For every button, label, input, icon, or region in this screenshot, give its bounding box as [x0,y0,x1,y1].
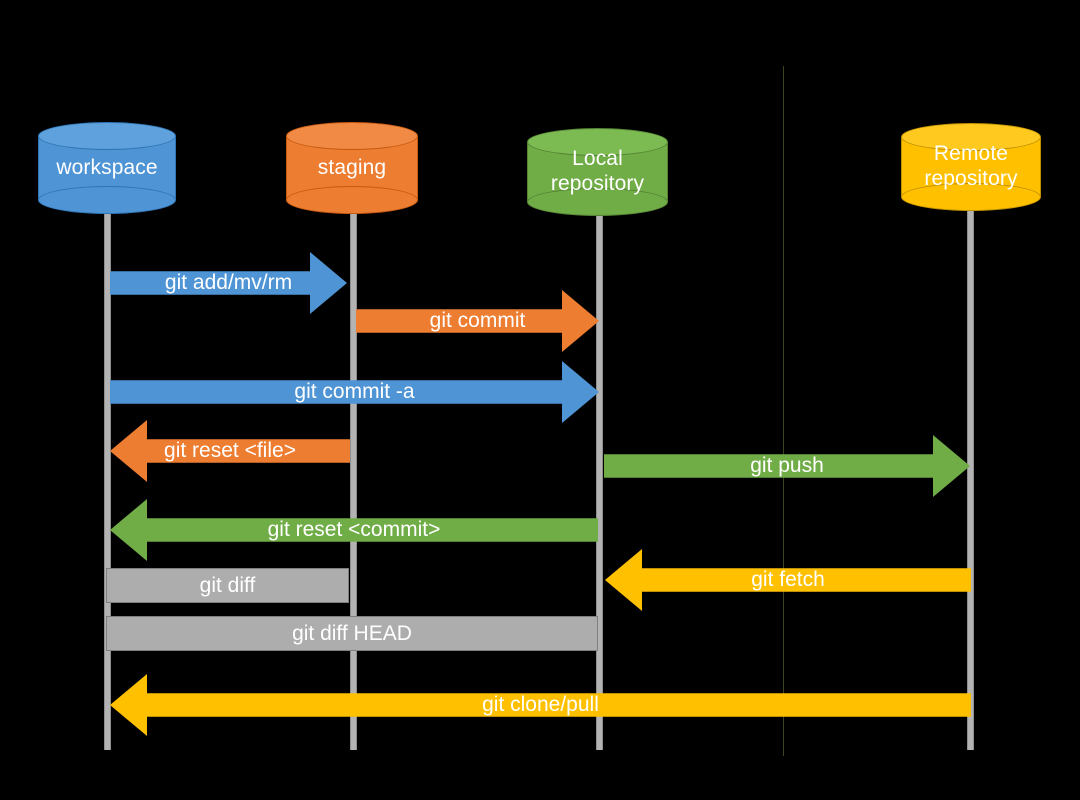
local-remote-divider [783,66,784,756]
cylinder-top [38,122,176,150]
node-label-remote-repository: Remote repository [901,123,1041,211]
message-git-commit[interactable]: git commit [356,290,599,352]
cylinder-bottom [286,186,418,214]
message-git-push[interactable]: git push [604,435,970,497]
message-label: git diff HEAD [292,621,412,645]
node-label-line1: Local [572,147,623,171]
message-git-fetch[interactable]: git fetch [605,549,971,611]
message-label: git clone/pull [482,693,599,716]
node-label-local-repository: Local repository [527,128,668,216]
message-git-add-mv-rm[interactable]: git add/mv/rm [110,252,347,314]
node-label-staging: staging [286,122,418,214]
node-label-line1: Remote [933,142,1009,166]
node-staging[interactable]: staging [286,122,418,214]
node-label-line2: repository [924,167,1018,190]
node-label-text: staging [317,155,387,179]
message-git-clone-pull[interactable]: git clone/pull [110,674,971,736]
message-label: git fetch [751,568,825,591]
cylinder-top [286,122,418,150]
node-workspace[interactable]: workspace [38,122,176,214]
cylinder-top [527,128,668,156]
cylinder-bottom [38,186,176,214]
node-local-repository[interactable]: Local repository [527,128,668,216]
lifeline-remote-repository [967,205,974,750]
lifeline-workspace [104,190,111,750]
message-git-diff[interactable]: git diff [106,568,349,603]
node-label-line2: repository [550,172,645,195]
cylinder-top [901,123,1041,151]
message-git-diff-head[interactable]: git diff HEAD [106,616,598,651]
message-label: git diff [199,573,256,597]
node-label-text: workspace [56,155,158,179]
message-label: git push [750,454,824,477]
node-remote-repository[interactable]: Remote repository [901,123,1041,211]
message-label: git commit [429,309,526,332]
cylinder-bottom [527,188,668,216]
message-label: git add/mv/rm [164,271,293,294]
message-label: git reset <file> [164,439,296,462]
lifeline-staging [350,190,357,750]
cylinder-bottom [901,183,1041,211]
message-label: git reset <commit> [267,518,441,541]
message-git-reset-file[interactable]: git reset <file> [110,420,350,482]
lifeline-local-repository [596,190,603,750]
message-label: git commit -a [294,380,415,403]
node-label-workspace: workspace [38,122,176,214]
